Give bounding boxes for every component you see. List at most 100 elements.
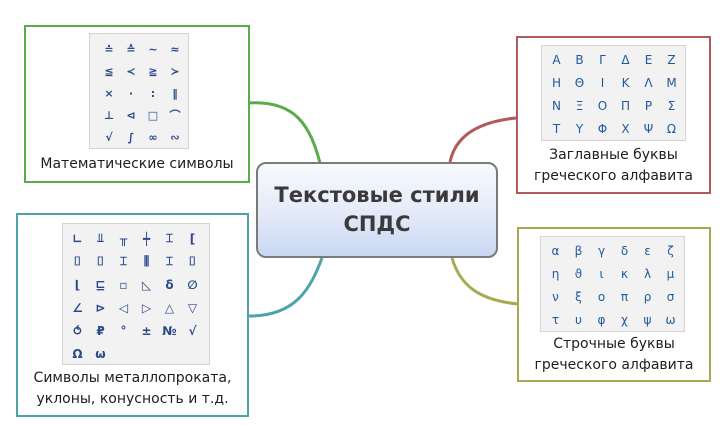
metal-symbol: ▽	[187, 300, 198, 315]
greek-upper-symbol: Π	[620, 98, 631, 113]
math-symbol: ∞	[148, 130, 158, 144]
greek-lower-symbol: ε	[644, 243, 651, 258]
central-title-line2: СПДС	[343, 212, 411, 236]
metal-symbol: ⌶	[165, 254, 174, 268]
greek-lower-symbol: ν	[552, 289, 559, 304]
greek-lower-symbol: η	[551, 266, 560, 281]
greek-lower-symbol: α	[551, 243, 560, 258]
greek-uppercase-label-line2: греческого алфавита	[534, 168, 693, 184]
greek-upper-symbol: Ζ	[667, 52, 676, 67]
metal-symbol: ∟	[72, 231, 83, 246]
greek-upper-symbol: Φ	[597, 121, 608, 136]
metal-symbol: ω	[95, 346, 106, 361]
metal-symbol: △	[164, 300, 175, 315]
greek-lower-symbol: π	[620, 289, 629, 304]
greek-upper-symbol: Γ	[599, 52, 606, 67]
greek-lower-symbol: γ	[597, 243, 606, 258]
math-symbol: ×	[104, 86, 114, 100]
metal-symbol: ⌷	[96, 254, 105, 268]
greek-upper-symbol: Θ	[574, 75, 585, 90]
math-symbol: ≐	[104, 42, 114, 56]
metal-symbol: [	[189, 231, 196, 246]
metal-symbols-label-line2: уклоны, конусность и т.д.	[36, 391, 229, 407]
metal-symbol: ±	[141, 323, 152, 338]
metal-symbols-label-line1: Символы металлопроката,	[33, 370, 232, 386]
greek-upper-symbol: Ι	[600, 75, 605, 90]
math-symbols-grid: ≐≙∼≈≦≺≧≻×·:‖⊥⊲□⌒√∫∞∾	[98, 38, 186, 148]
greek-upper-symbol: Μ	[666, 75, 677, 90]
metal-symbol: ⫫	[97, 231, 104, 245]
greek-upper-symbol: Χ	[621, 121, 630, 136]
greek-upper-symbol: Σ	[667, 98, 676, 113]
greek-lower-symbol: ξ	[575, 289, 582, 304]
greek-lower-symbol: ϑ	[574, 266, 583, 281]
greek-upper-symbol: Ο	[597, 98, 608, 113]
greek-uppercase-label-line1: Заглавные буквы	[549, 147, 678, 163]
node-math-symbols[interactable]: ≐≙∼≈≦≺≧≻×·:‖⊥⊲□⌒√∫∞∾ Математические симв…	[24, 25, 250, 183]
metal-symbol: ┿	[142, 231, 151, 246]
math-symbol: ≺	[126, 64, 136, 78]
greek-lower-symbol: β	[574, 243, 583, 258]
metal-symbol: ⌶	[165, 231, 174, 245]
greek-lower-symbol: μ	[666, 266, 675, 281]
metal-symbol: ◁	[118, 300, 129, 315]
math-symbol: ∫	[127, 130, 135, 144]
greek-upper-symbol: Ω	[666, 121, 677, 136]
greek-upper-symbol: Ρ	[644, 98, 653, 113]
metal-symbol: ◺	[141, 277, 152, 292]
greek-upper-symbol: Λ	[644, 75, 653, 90]
greek-upper-symbol: Ν	[552, 98, 561, 113]
math-symbol: ⊲	[126, 108, 136, 122]
math-symbol: ∾	[170, 130, 180, 144]
connector-greek-lower	[450, 257, 519, 306]
greek-upper-symbol: Β	[575, 52, 584, 67]
greek-upper-symbol: Α	[552, 52, 561, 67]
greek-lower-symbol: λ	[643, 266, 652, 281]
greek-lower-symbol: δ	[620, 243, 629, 258]
metal-symbol: Ω	[72, 346, 83, 361]
greek-lower-symbol: τ	[551, 312, 560, 327]
metal-symbol: ⫼	[143, 254, 150, 268]
metal-symbol: ⌷	[73, 254, 82, 268]
math-symbol: :	[150, 86, 156, 100]
metal-symbol: ∅	[187, 277, 198, 292]
greek-lower-symbol: ψ	[643, 312, 652, 327]
greek-lower-symbol: ι	[599, 266, 604, 281]
metal-symbol	[135, 342, 158, 365]
metal-symbol	[158, 342, 181, 365]
math-symbol: √	[105, 130, 113, 144]
greek-upper-symbol: Ψ	[643, 121, 654, 136]
metal-symbol	[181, 342, 204, 365]
central-topic[interactable]: Текстовые стили СПДС	[256, 162, 498, 258]
metal-symbol: ⌶	[119, 254, 128, 268]
connector-metal	[248, 257, 324, 318]
metal-symbol: √	[188, 323, 197, 338]
greek-upper-symbol: Τ	[552, 121, 561, 136]
math-symbol: ·	[128, 86, 134, 100]
metal-symbol: ▫	[119, 277, 128, 292]
greek-lower-symbol: ρ	[643, 289, 652, 304]
math-symbol: ≻	[170, 64, 180, 78]
connector-greek-upper	[448, 116, 517, 163]
math-symbol: ≈	[170, 42, 180, 56]
metal-symbol	[112, 342, 135, 365]
metal-symbol: ⌊	[74, 277, 81, 292]
greek-lowercase-label-line2: греческого алфавита	[534, 357, 694, 373]
greek-upper-symbol: Κ	[621, 75, 630, 90]
greek-upper-symbol: Η	[551, 75, 562, 90]
connector-math	[247, 101, 322, 164]
metal-symbol: ⥀	[72, 323, 83, 338]
math-symbol: ≙	[126, 42, 136, 56]
math-symbol: ∼	[148, 42, 158, 56]
math-symbol: ⌒	[169, 109, 181, 122]
metal-symbol: °	[120, 323, 127, 338]
math-symbol: □	[147, 108, 159, 122]
